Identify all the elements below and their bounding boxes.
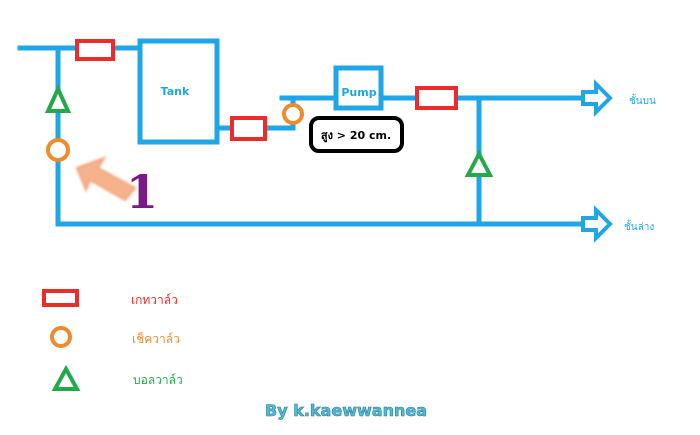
ball-valve-icon: [44, 84, 72, 113]
gate-valve-icon: [42, 289, 79, 307]
output-upper-label: ชั้นบน: [629, 93, 656, 107]
legend-ball-valve-label: บอลวาล์ว: [133, 373, 183, 387]
legend-gate-valve-label: เกทวาล์ว: [131, 293, 178, 307]
gate-valve-icon: [415, 86, 458, 110]
author-credit: By k.kaewwannea: [265, 401, 427, 420]
gate-valve-icon: [230, 116, 267, 141]
pump-label: Pump: [341, 86, 376, 99]
ball-valve-icon: [51, 364, 81, 391]
gate-valve-icon: [75, 39, 115, 61]
check-valve-icon: [282, 103, 304, 125]
pipes: [17, 45, 588, 227]
callout-arrow-icon: [75, 156, 137, 202]
pump: [333, 65, 384, 111]
tank-label: Tank: [161, 85, 190, 98]
legend-check-valve-label: เช็ควาล์ว: [132, 331, 180, 346]
legend: เกทวาล์ว เช็ควาล์ว บอลวาล์ว: [42, 289, 183, 391]
arrow-right-icon: [581, 79, 613, 117]
callout-number: 1: [126, 165, 158, 219]
ball-valve-icon: [464, 149, 494, 177]
output-lower-label: ชั้นล่าง: [624, 219, 654, 233]
height-note-box: [309, 116, 404, 153]
tank: [137, 38, 220, 145]
check-valve-icon: [46, 138, 70, 162]
height-note: สูง > 20 cm.: [321, 129, 391, 143]
arrow-right-icon: [581, 205, 613, 243]
check-valve-icon: [50, 326, 72, 348]
